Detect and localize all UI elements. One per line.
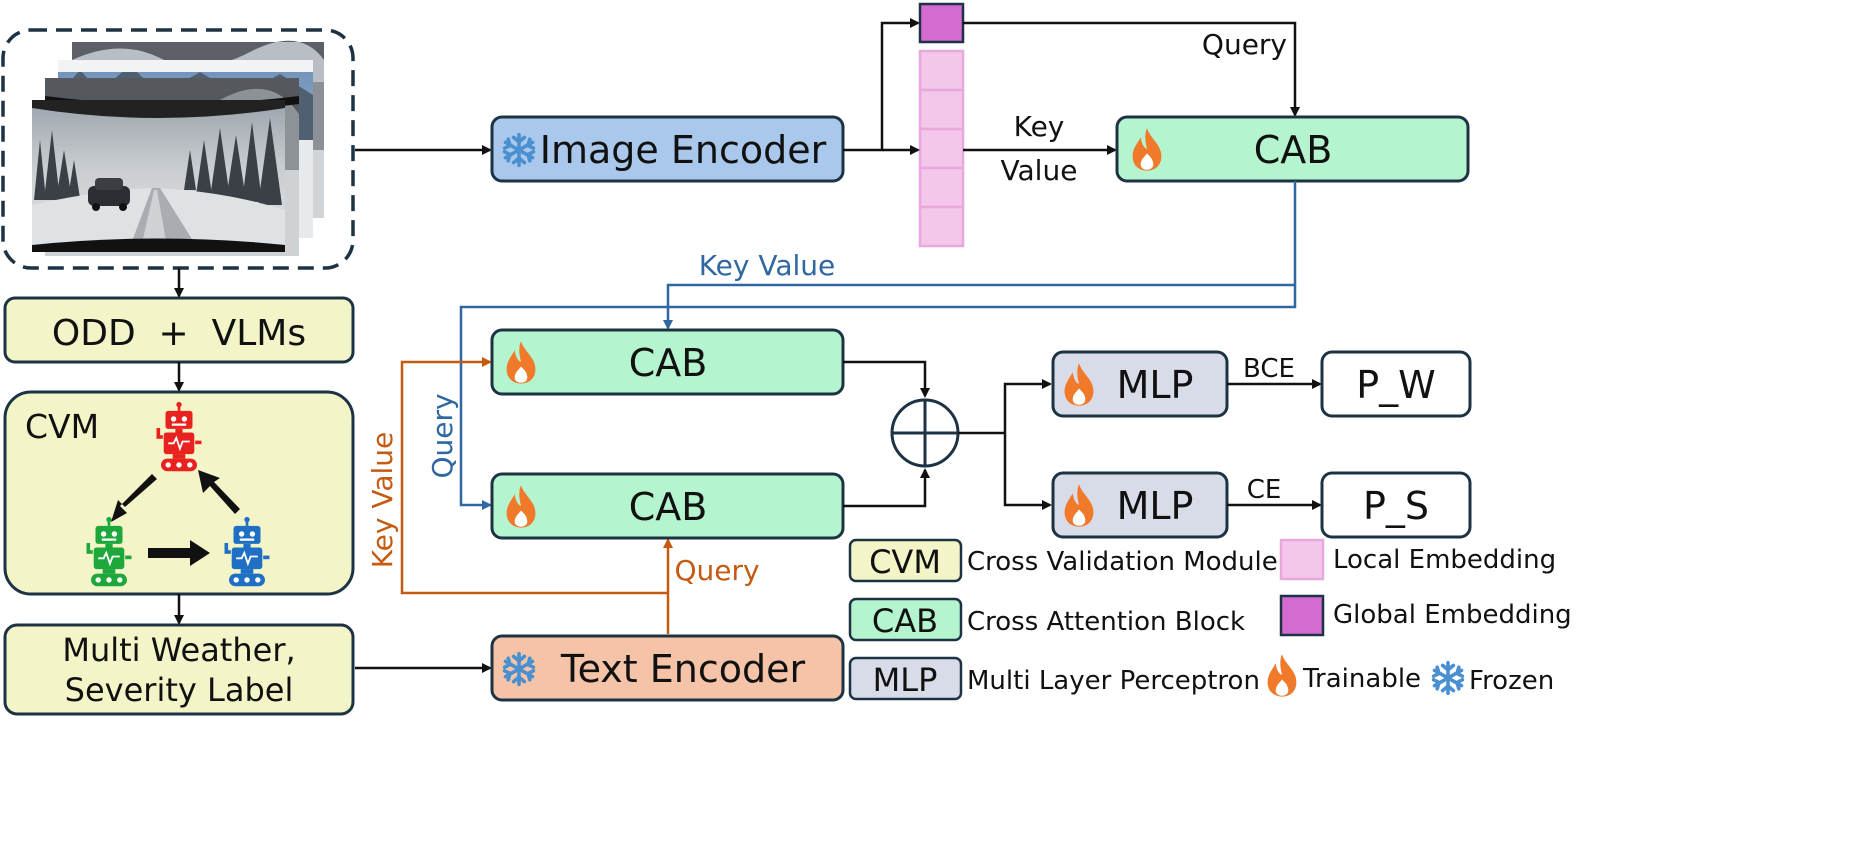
legend-mlp-swatch	[848, 656, 963, 701]
legend: CVM Cross Validation Module CAB Cross At…	[848, 538, 1572, 701]
legend-cvm-abbr: CVM	[869, 543, 941, 581]
arrow-blue-to-red-icon	[198, 470, 240, 514]
local-embedding-stack	[918, 49, 965, 248]
input-image-stack	[1, 28, 355, 270]
legend-mlp-abbr: MLP	[873, 661, 938, 699]
query-blue-label: Query	[426, 393, 459, 478]
arrow-sum-to-mlp-w	[1003, 379, 1052, 433]
cab-top-box	[1115, 115, 1470, 183]
arrow-global-query	[963, 21, 1300, 117]
arrow-red-to-green-icon	[111, 474, 157, 522]
loss-bce-label: BCE	[1243, 354, 1295, 384]
legend-cvm-text: Cross Validation Module	[967, 547, 1278, 577]
output-pw-box	[1320, 350, 1472, 418]
legend-cab-abbr: CAB	[872, 602, 938, 640]
legend-global-swatch	[1279, 594, 1325, 637]
global-embedding-block	[918, 2, 965, 44]
arrow-orange-key-value	[400, 357, 668, 595]
arrow-cab-mid-to-sum	[843, 360, 930, 398]
key-value-orange-label: Key Value	[366, 432, 399, 569]
legend-global-text: Global Embedding	[1333, 600, 1572, 630]
label-line2: Severity Label	[65, 671, 294, 709]
key-value-blue-label: Key Value	[699, 249, 836, 282]
legend-trainable-text: Trainable	[1302, 664, 1421, 694]
sum-node	[890, 398, 960, 468]
value-top-label: Value	[1001, 154, 1078, 187]
legend-cab-swatch	[848, 597, 963, 642]
key-top-label: Key	[1014, 110, 1065, 143]
query-orange-label: Query	[674, 554, 759, 587]
label-box	[3, 623, 355, 716]
mlp-w-label: MLP	[1117, 363, 1194, 407]
arrow-sum-to-mlp-s	[1003, 433, 1052, 510]
odd-vlm-label: ODD + VLMs	[52, 313, 306, 354]
legend-local-swatch	[1279, 538, 1325, 581]
flame-icon	[1267, 654, 1297, 697]
legend-cvm-swatch	[848, 538, 963, 583]
loss-ce-label: CE	[1247, 475, 1282, 505]
legend-frozen-text: Frozen	[1469, 666, 1554, 696]
cvm-label: CVM	[25, 407, 99, 446]
text-encoder-box	[490, 634, 845, 702]
cab-mid-label: CAB	[629, 341, 708, 385]
legend-local-text: Local Embedding	[1333, 545, 1556, 575]
output-ps-box	[1320, 471, 1472, 539]
arrow-cab-bot-to-sum	[843, 468, 930, 508]
output-ps-label: P_S	[1363, 484, 1429, 528]
arrow-green-to-blue-icon	[148, 540, 210, 566]
legend-mlp-text: Multi Layer Perceptron	[967, 666, 1260, 696]
output-pw-label: P_W	[1356, 363, 1436, 407]
cab-bot-label: CAB	[629, 485, 708, 529]
text-encoder-label: Text Encoder	[560, 647, 806, 691]
cvm-cycle-arrows	[111, 470, 240, 566]
cab-top-label: CAB	[1254, 128, 1333, 172]
image-encoder-label: Image Encoder	[540, 128, 827, 172]
mlp-s-label: MLP	[1117, 484, 1194, 528]
snowflake-icon	[1431, 660, 1465, 696]
label-line1: Multi Weather,	[62, 631, 295, 669]
arrow-blue-query	[459, 285, 1297, 510]
photo-front	[32, 100, 285, 252]
legend-cab-text: Cross Attention Block	[967, 607, 1245, 637]
arrow-encoder-to-global	[843, 18, 920, 152]
query-top-label: Query	[1202, 28, 1287, 61]
